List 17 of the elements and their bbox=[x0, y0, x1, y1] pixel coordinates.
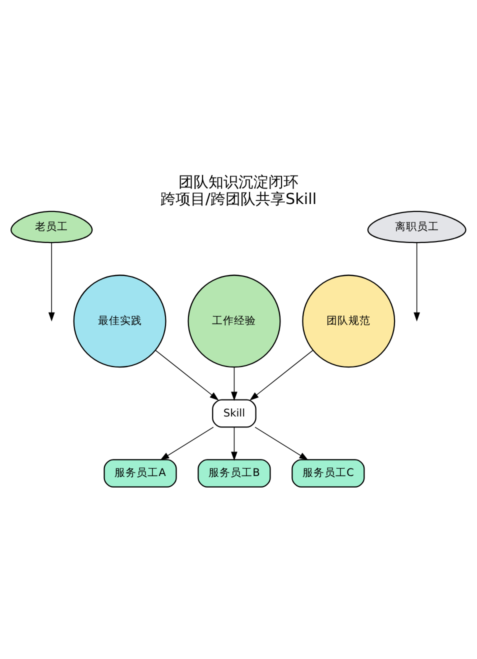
node-box: 服务员工B bbox=[198, 459, 271, 488]
node-box: 服务员工A bbox=[104, 459, 177, 488]
node-box: Skill bbox=[212, 399, 256, 428]
arrow bbox=[155, 350, 219, 400]
arrow bbox=[414, 242, 420, 322]
arrow bbox=[48, 242, 55, 322]
arrow bbox=[160, 426, 214, 460]
node-circle: 最佳实践 bbox=[73, 274, 166, 368]
node-circle: 团队规范 bbox=[302, 274, 396, 368]
arrow bbox=[231, 426, 238, 461]
arrow bbox=[231, 366, 238, 401]
caption: 跨项目/跨团队共享Skill bbox=[160, 190, 317, 208]
node-box: 服务员工C bbox=[292, 459, 365, 488]
node-circle: 工作经验 bbox=[188, 274, 281, 368]
arrow bbox=[250, 350, 314, 400]
diagram-title: 团队知识沉淀闭环 bbox=[178, 173, 298, 192]
arrow bbox=[254, 426, 308, 460]
